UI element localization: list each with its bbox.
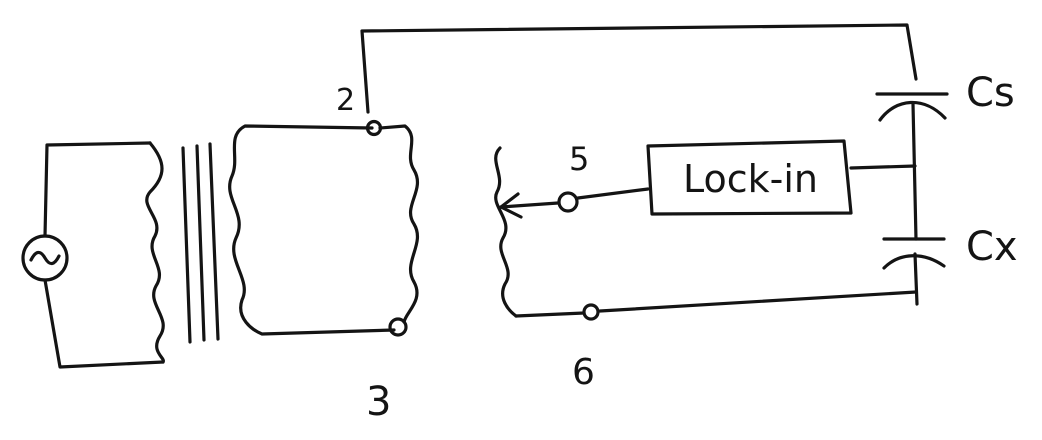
terminal-5-wire (576, 187, 650, 200)
terminal-2-label: 2 (336, 83, 355, 118)
terminal-5 (557, 191, 579, 213)
potentiometer-icon (494, 146, 560, 318)
lock-in-amplifier (646, 139, 917, 216)
capacitor-cx-label: Cx (966, 224, 1018, 270)
capacitor-cs (875, 92, 949, 241)
transformer-secondary (228, 124, 420, 336)
transformer-primary-coil (145, 141, 165, 364)
lock-in-label: Lock-in (683, 157, 818, 201)
transformer-core (181, 142, 220, 344)
terminal-3 (388, 317, 408, 337)
terminal-5-label: 5 (569, 140, 589, 178)
capacitor-cx (882, 237, 946, 306)
terminal-2 (365, 119, 383, 137)
ac-source-icon (21, 141, 165, 369)
lower-wire (514, 290, 918, 318)
terminal-6-label: 6 (572, 352, 595, 393)
capacitor-cs-label: Cs (966, 70, 1015, 116)
terminal-6 (582, 303, 600, 321)
terminal-3-label: 3 (366, 379, 391, 425)
reference-wire (360, 23, 918, 114)
